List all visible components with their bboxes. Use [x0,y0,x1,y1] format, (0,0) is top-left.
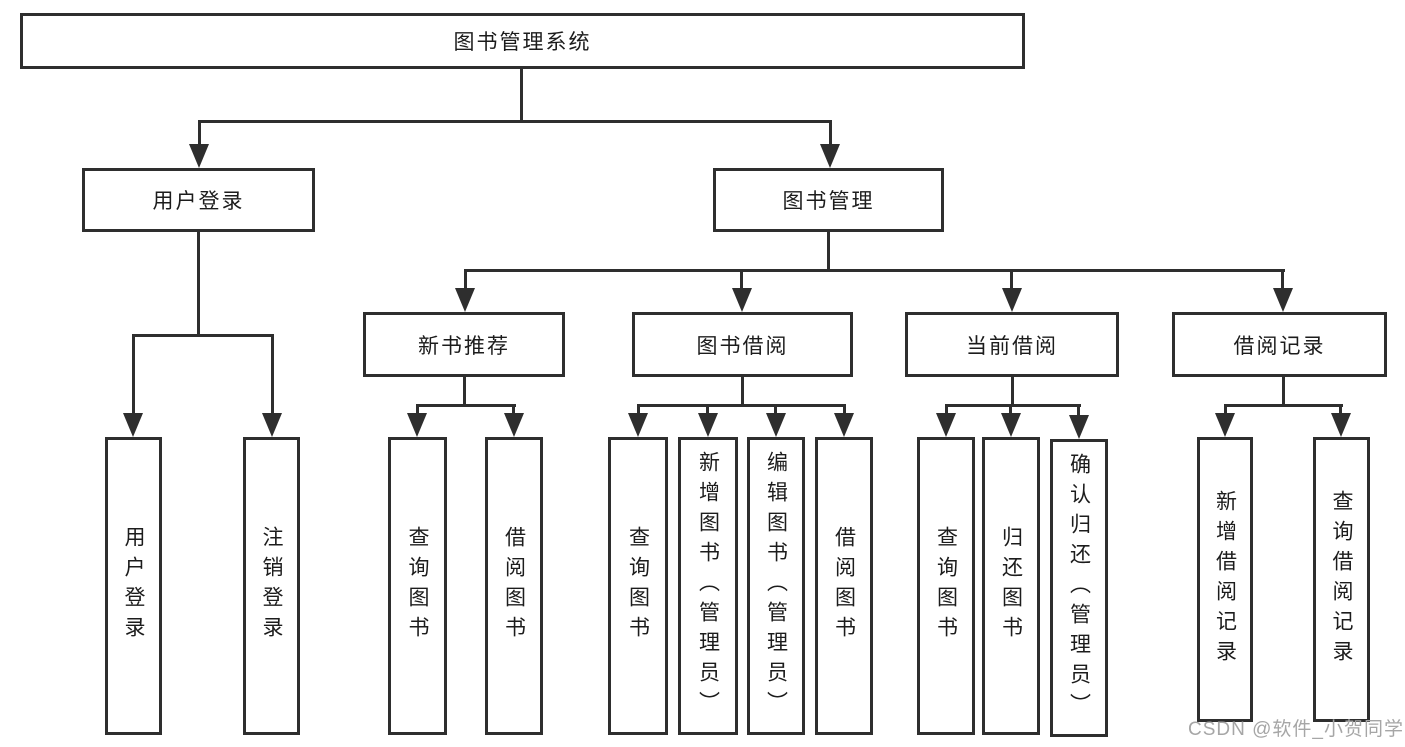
connector-line [637,404,846,407]
node-label: 新书推荐 [418,334,510,358]
connector-line [1281,269,1284,294]
connector-line [1009,404,1012,419]
node-label: 图书借阅 [696,334,789,358]
connector-line [774,404,777,419]
arrowhead-down-icon [455,288,475,312]
arrowhead-down-icon [1273,288,1293,312]
node-label: 查询图书 [626,526,650,646]
node-leaf-cb-confirm-return: 确认归还（管理员） [1050,439,1108,737]
arrowhead-down-icon [732,288,752,312]
connector-line [945,404,948,419]
node-borrow-records: 借阅记录 [1172,312,1387,377]
arrowhead-down-icon [189,144,209,168]
node-leaf-bb-borrow-book: 借阅图书 [815,437,873,735]
node-user-login-branch: 用户登录 [82,168,315,232]
csdn-watermark: CSDN @软件_小贺同学 [1188,719,1404,740]
arrowhead-down-icon [262,413,282,437]
connector-line [416,404,516,407]
node-label: 编辑图书（管理员） [764,451,788,721]
node-label: 确认归还（管理员） [1067,453,1091,723]
node-leaf-cb-query-book: 查询图书 [917,437,975,735]
connector-line [1282,377,1285,406]
arrowhead-down-icon [123,413,143,437]
connector-line [464,269,1285,272]
connector-line [464,269,467,294]
connector-line [740,269,743,294]
arrowhead-down-icon [766,413,786,437]
connector-line [132,334,135,419]
connector-line [1010,269,1013,294]
node-label: 注销登录 [260,526,283,646]
node-label: 用户登录 [152,190,245,213]
node-label: 当前借阅 [966,334,1058,358]
node-leaf-nb-borrow-book: 借阅图书 [485,437,543,735]
arrowhead-down-icon [1001,413,1021,437]
connector-line [416,404,419,419]
node-book-borrow: 图书借阅 [632,312,853,377]
node-label: 查询图书 [934,526,958,646]
connector-line [132,334,274,337]
node-current-borrow: 当前借阅 [905,312,1119,377]
arrowhead-down-icon [1002,288,1022,312]
node-leaf-nb-query-book: 查询图书 [388,437,447,735]
node-leaf-cb-return-book: 归还图书 [982,437,1040,735]
node-label: 新增借阅记录 [1213,489,1237,670]
arrowhead-down-icon [1215,413,1235,437]
node-leaf-logout: 注销登录 [243,437,300,735]
node-label: 图书管理 [782,190,875,213]
connector-line [827,232,830,271]
arrowhead-down-icon [407,413,427,437]
node-leaf-br-add-record: 新增借阅记录 [1197,437,1253,722]
arrowhead-down-icon [936,413,956,437]
node-label: 新增图书（管理员） [696,451,720,721]
node-label: 用户登录 [122,526,145,646]
connector-line [1224,404,1343,407]
arrowhead-down-icon [820,144,840,168]
node-book-management: 图书管理 [713,168,944,232]
node-leaf-bb-add-book: 新增图书（管理员） [678,437,738,735]
connector-line [271,334,274,419]
arrowhead-down-icon [1069,415,1089,439]
node-new-book-recommend: 新书推荐 [363,312,565,377]
connector-line [197,232,200,336]
node-label: 归还图书 [999,526,1023,646]
arrowhead-down-icon [504,413,524,437]
connector-line [945,404,1081,407]
node-label: 图书管理系统 [453,31,592,54]
connector-line [463,377,466,406]
node-label: 借阅图书 [502,526,526,646]
connector-line [512,404,515,419]
connector-line [198,120,832,123]
node-label: 查询借阅记录 [1330,489,1353,670]
connector-line [1339,404,1342,419]
arrowhead-down-icon [1331,413,1351,437]
arrowhead-down-icon [628,413,648,437]
node-leaf-user-login: 用户登录 [105,437,162,735]
connector-line [637,404,640,419]
connector-line [829,120,832,150]
connector-line [520,69,523,122]
node-root: 图书管理系统 [20,13,1025,69]
connector-line [198,120,201,150]
arrowhead-down-icon [698,413,718,437]
node-label: 查询图书 [406,526,429,646]
connector-line [741,377,744,406]
connector-line [1224,404,1227,419]
node-label: 借阅记录 [1233,334,1326,358]
node-leaf-bb-query-book: 查询图书 [608,437,668,735]
connector-line [706,404,709,419]
connector-line [1077,404,1080,419]
node-leaf-bb-edit-book: 编辑图书（管理员） [747,437,805,735]
connector-line [843,404,846,419]
connector-line [1011,377,1014,406]
arrowhead-down-icon [834,413,854,437]
node-leaf-br-query-record: 查询借阅记录 [1313,437,1370,722]
node-label: 借阅图书 [832,526,856,646]
